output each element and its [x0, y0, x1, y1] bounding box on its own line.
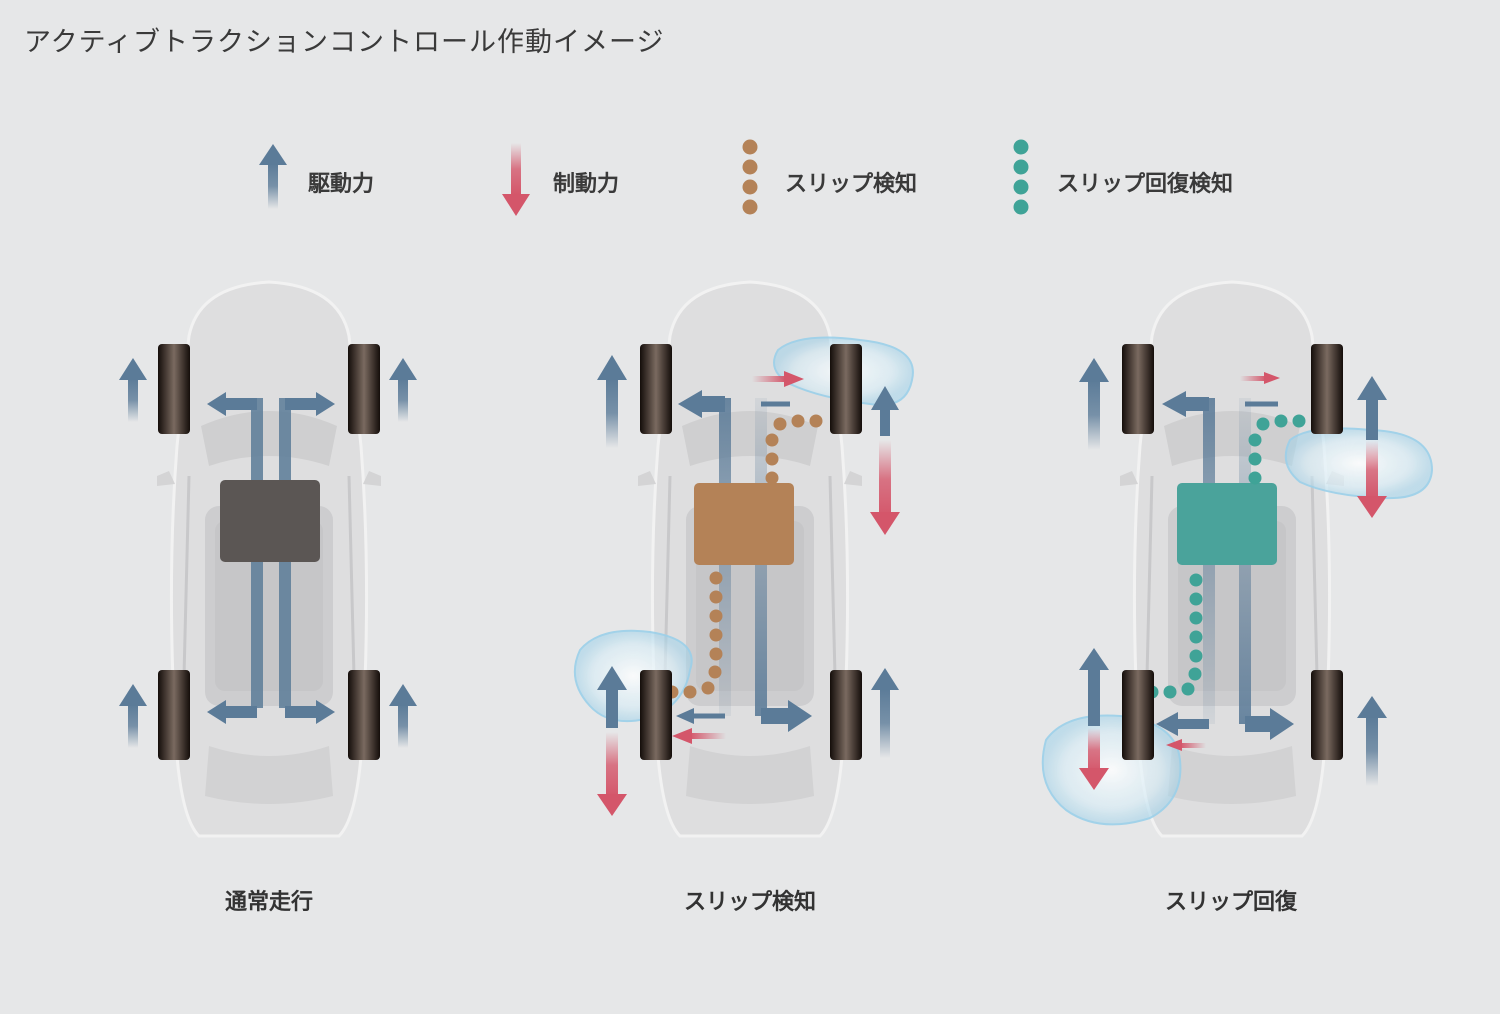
drive-arrow-rr-2 — [871, 668, 899, 758]
tire-rr — [348, 670, 380, 760]
brake-arrow-rear-small-3 — [1166, 739, 1206, 751]
drive-arrow-fr-2 — [871, 386, 899, 436]
slip-detect-dots — [665, 414, 823, 699]
legend-label-slip: スリップ検知 — [785, 172, 918, 197]
drive-arrow-fr — [389, 358, 417, 422]
brake-arrow-front-small-3 — [1240, 372, 1280, 384]
tire-fl — [158, 344, 190, 434]
ecu-box-recovery — [1177, 483, 1277, 565]
panel-caption-recovery: スリップ回復 — [1164, 890, 1298, 915]
legend-brake-icon — [502, 143, 530, 216]
panel-caption-slip: スリップ検知 — [683, 890, 817, 915]
drive-arrow-rr — [389, 684, 417, 748]
legend-label-drive: 駆動力 — [308, 172, 375, 197]
legend-label-recovery: スリップ回復検知 — [1057, 172, 1234, 197]
page-title: アクティブトラクションコントロール作動イメージ — [24, 27, 665, 58]
drive-arrow-rr-3 — [1357, 696, 1387, 786]
legend-recovery-dots-icon — [1013, 139, 1029, 215]
panel-slip-detect — [573, 280, 914, 838]
tire-fr — [348, 344, 380, 434]
legend-label-brake: 制動力 — [553, 172, 620, 197]
panel-caption-normal: 通常走行 — [224, 890, 314, 915]
drive-arrow-fr-3 — [1357, 376, 1387, 440]
drive-arrow-rl-3 — [1079, 648, 1109, 726]
ecu-box-slip — [694, 483, 794, 565]
recovery-detect-dots — [1145, 414, 1306, 699]
drive-arrow-fl-3 — [1079, 358, 1109, 450]
brake-arrow-rear-small — [672, 728, 726, 744]
drive-arrow-rl-2 — [597, 666, 627, 728]
panel-slip-recovery — [1041, 280, 1434, 838]
brake-arrow-fr-3 — [1357, 440, 1387, 518]
legend-slip-dots-icon — [742, 139, 758, 215]
ecu-box-normal — [220, 480, 320, 562]
legend-drive-icon — [259, 144, 287, 209]
splash-fr-3 — [1284, 427, 1434, 500]
drive-arrow-rl — [119, 684, 147, 748]
drive-arrow-fl — [119, 358, 147, 422]
panel-normal-driving — [119, 280, 417, 838]
brake-arrow-front-small — [752, 371, 804, 387]
brake-arrow-fr-2 — [870, 440, 900, 535]
splash-rl-3 — [1041, 714, 1182, 826]
brake-arrow-rl-2 — [597, 732, 627, 816]
tire-rl — [158, 670, 190, 760]
drive-arrow-fl-2 — [597, 355, 627, 448]
brake-arrow-rl-3 — [1079, 728, 1109, 790]
